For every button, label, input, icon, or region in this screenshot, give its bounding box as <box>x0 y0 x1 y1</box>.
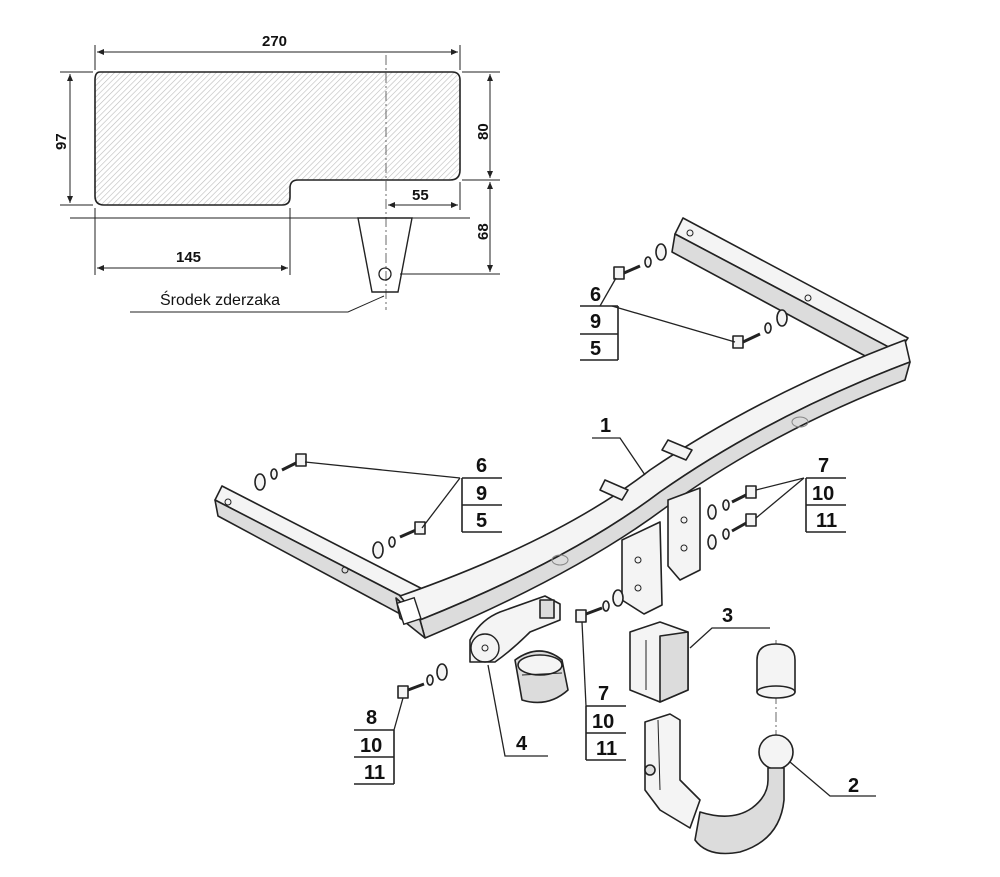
callout-right-b: 10 <box>812 483 834 505</box>
callout-left-b: 9 <box>476 483 487 505</box>
callout-middle-c: 11 <box>596 738 617 760</box>
callout-bottom-left-b: 10 <box>360 735 382 757</box>
callout-2: 2 <box>848 775 859 797</box>
callout-stack-bottom-left: 8 10 11 <box>354 697 404 785</box>
tow-bar-crossmember <box>214 217 911 639</box>
dim-left-label: 145 <box>176 249 201 266</box>
cutout-shape <box>94 71 461 206</box>
electrical-socket <box>514 650 569 704</box>
socket-plate <box>469 595 561 663</box>
callout-middle-b: 10 <box>592 711 614 733</box>
dim-offset-label: 55 <box>412 187 429 204</box>
callout-bottom-left-c: 11 <box>364 762 385 784</box>
callout-middle-a: 7 <box>598 683 609 705</box>
callout-top-right-a: 6 <box>590 284 601 306</box>
bumper-center-caption: Środek zderzaka <box>160 290 280 309</box>
callout-right-a: 7 <box>818 455 829 477</box>
callout-stack-right: 7 10 11 <box>755 455 846 533</box>
callout-bottom-left-a: 8 <box>366 707 377 729</box>
fastener-set-left <box>254 453 426 559</box>
dim-lower-label: 68 <box>475 223 492 240</box>
hitch-tongue-outline <box>357 217 413 293</box>
dim-upper-label: 80 <box>475 123 492 140</box>
fastener-set-top-right <box>613 243 788 349</box>
callout-left-c: 5 <box>476 510 487 532</box>
fastener-set-right <box>707 485 757 550</box>
tow-ball-assembly <box>644 640 796 855</box>
callout-right-c: 11 <box>816 510 837 532</box>
socket-holder <box>629 621 689 703</box>
dim-height-label: 97 <box>53 133 70 150</box>
callout-top-right-c: 5 <box>590 338 601 360</box>
callout-top-right-b: 9 <box>590 311 601 333</box>
callout-4: 4 <box>516 733 528 755</box>
callout-3: 3 <box>722 605 733 627</box>
callout-stack-middle: 7 10 11 <box>581 621 626 761</box>
fastener-set-middle <box>575 589 624 623</box>
callout-left-a: 6 <box>476 455 487 477</box>
callout-1: 1 <box>600 415 611 437</box>
dim-width-label: 270 <box>262 33 287 50</box>
bumper-cutout-outline: 270 97 80 68 55 145 Środek zderzaka <box>53 33 500 313</box>
callout-stack-left: 6 9 5 <box>304 455 502 533</box>
callout-stack-top-right: 6 9 5 <box>580 277 736 361</box>
fastener-set-bottom-left <box>397 663 448 699</box>
